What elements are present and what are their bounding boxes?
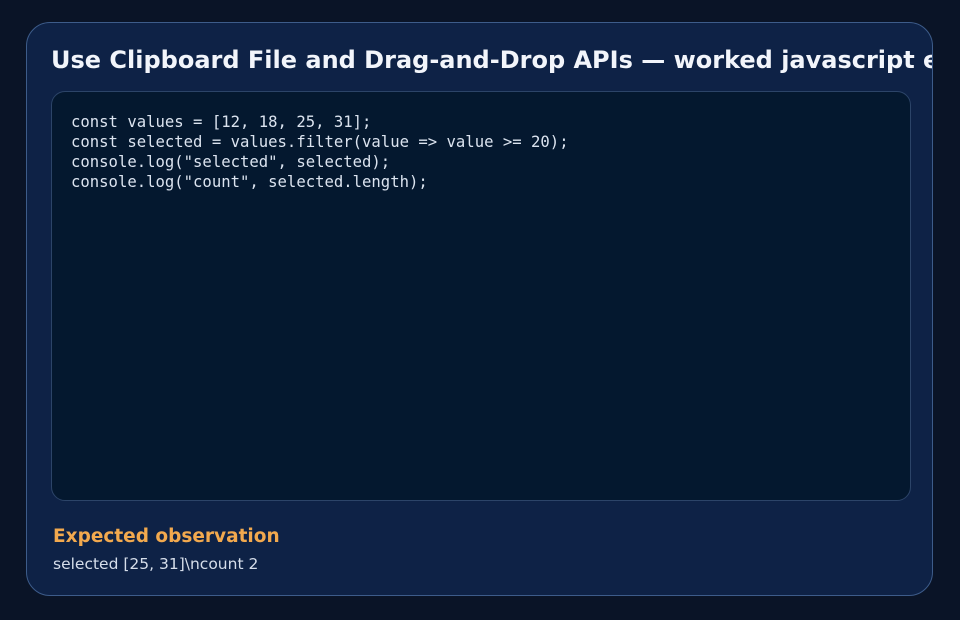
code-line: const values = [12, 18, 25, 31]; xyxy=(71,113,372,131)
observation-heading: Expected observation xyxy=(53,526,280,547)
code-block[interactable]: const values = [12, 18, 25, 31]; const se… xyxy=(51,91,911,501)
code-content: const values = [12, 18, 25, 31]; const se… xyxy=(52,92,910,212)
code-line: console.log("count", selected.length); xyxy=(71,173,428,191)
observation-text: selected [25, 31]\ncount 2 xyxy=(53,555,259,573)
code-line: const selected = values.filter(value => … xyxy=(71,133,569,151)
example-card: Use Clipboard File and Drag-and-Drop API… xyxy=(26,22,933,596)
code-line: console.log("selected", selected); xyxy=(71,153,391,171)
page-title: Use Clipboard File and Drag-and-Drop API… xyxy=(51,46,932,74)
